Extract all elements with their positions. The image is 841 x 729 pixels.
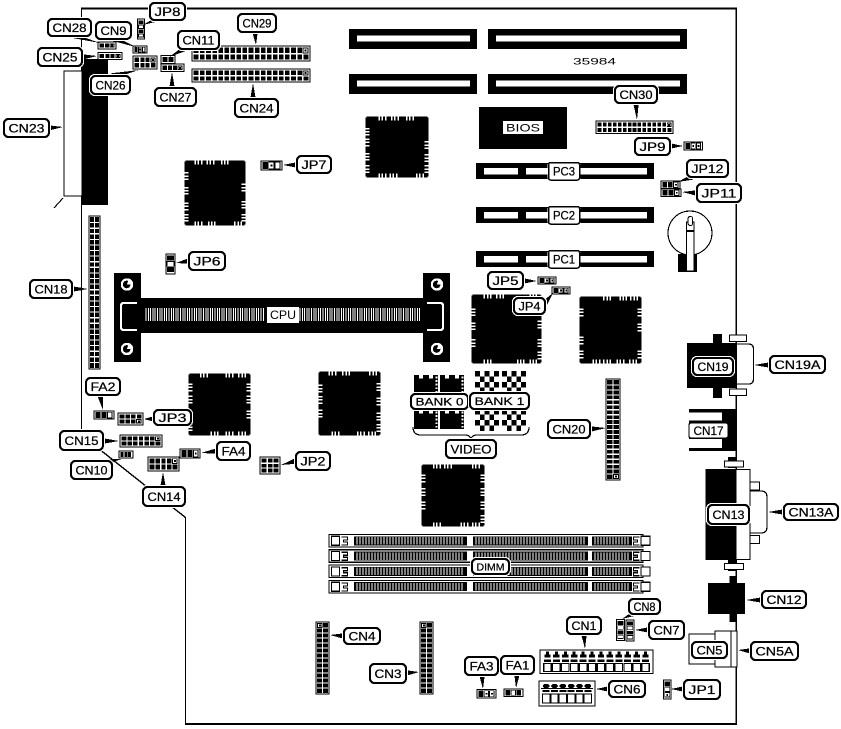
svg-text:JP1: JP1 [689,683,716,697]
svg-text:JP2: JP2 [301,454,326,468]
svg-text:35984: 35984 [573,57,616,68]
svg-text:BANK 1: BANK 1 [475,396,525,408]
svg-text:CN19: CN19 [698,360,729,374]
svg-text:CN29: CN29 [243,16,272,30]
svg-text:CN12: CN12 [767,593,802,607]
svg-text:CN11: CN11 [183,33,215,47]
svg-text:CN18: CN18 [35,282,68,296]
svg-text:CN30: CN30 [620,88,653,102]
svg-text:CN14: CN14 [148,490,181,504]
svg-text:CN13: CN13 [713,508,745,522]
svg-text:CN5A: CN5A [756,644,794,658]
svg-text:CN8: CN8 [634,600,656,614]
svg-text:BIOS: BIOS [506,123,540,135]
svg-text:CN19A: CN19A [775,358,821,372]
svg-text:DIMM: DIMM [477,561,505,573]
svg-text:FA3: FA3 [470,659,494,673]
svg-text:CN15: CN15 [65,434,99,448]
svg-text:CN24: CN24 [240,101,274,115]
svg-text:CN17: CN17 [694,424,724,438]
svg-text:CN5: CN5 [697,643,723,657]
svg-text:JP3: JP3 [159,411,187,425]
svg-text:CN20: CN20 [553,422,586,436]
svg-text:CN1: CN1 [572,619,597,633]
svg-text:CN26: CN26 [96,78,126,92]
svg-text:CN13A: CN13A [789,505,834,519]
svg-text:CN6: CN6 [614,682,641,696]
svg-text:FA2: FA2 [91,380,116,394]
svg-text:CN3: CN3 [375,667,402,681]
svg-text:JP12: JP12 [692,162,724,176]
svg-text:JP11: JP11 [702,186,737,200]
svg-text:JP5: JP5 [493,274,519,288]
svg-text:JP8: JP8 [155,5,181,19]
svg-text:CN7: CN7 [654,623,680,637]
svg-text:FA1: FA1 [506,658,530,672]
svg-text:CN9: CN9 [101,24,127,38]
svg-text:JP4: JP4 [519,299,541,313]
svg-text:CN27: CN27 [160,90,192,104]
svg-text:PC2: PC2 [553,209,575,223]
svg-text:PC3: PC3 [553,165,575,179]
svg-text:CN25: CN25 [43,50,78,64]
svg-text:JP6: JP6 [194,254,221,268]
svg-text:CN10: CN10 [76,463,108,477]
svg-text:CN4: CN4 [349,629,376,643]
svg-text:CPU: CPU [270,310,296,322]
svg-text:BANK 0: BANK 0 [416,396,464,408]
svg-text:JP9: JP9 [640,140,666,154]
svg-text:FA4: FA4 [222,444,246,458]
svg-text:CN28: CN28 [53,21,87,35]
svg-text:JP7: JP7 [302,158,327,172]
svg-text:PC1: PC1 [553,253,575,267]
svg-text:CN23: CN23 [9,121,45,135]
svg-text:VIDEO: VIDEO [451,442,492,456]
